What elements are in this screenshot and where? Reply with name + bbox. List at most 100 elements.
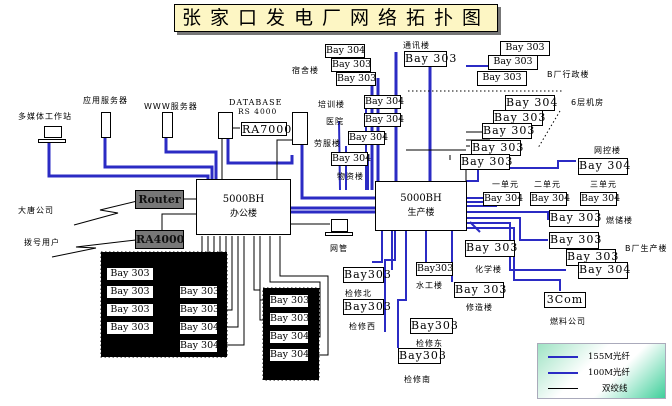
switch-closet2-4[interactable]: Bay 304 bbox=[269, 348, 310, 362]
legend-fiber100-swatch bbox=[548, 372, 578, 374]
switch-closet6-right-2[interactable]: Bay 303 bbox=[179, 303, 220, 317]
computer-icon bbox=[44, 126, 62, 138]
office-core-name: 办公楼 bbox=[229, 209, 257, 219]
computer-base-icon bbox=[325, 232, 353, 236]
switch-chem[interactable]: Bay 303 bbox=[465, 240, 517, 257]
switch-dorm-1[interactable]: Bay 304 bbox=[325, 44, 366, 58]
switch-fuel[interactable]: Bay 303 bbox=[549, 210, 601, 227]
ra7000-storage[interactable]: RA7000 bbox=[241, 122, 293, 136]
unit1-label: 一单元 bbox=[492, 180, 519, 189]
switch-maint[interactable]: Bay 303 bbox=[454, 282, 508, 298]
water-label: 水工楼 bbox=[416, 281, 443, 290]
switch-insp-south[interactable]: Bay303 bbox=[398, 348, 447, 364]
production-core-switch[interactable]: 5000BH 生产楼 bbox=[375, 181, 467, 231]
switch-bprod-3[interactable]: Bay 304 bbox=[578, 262, 630, 279]
closet6-label: 6楼配线间 bbox=[112, 341, 155, 350]
switch-netcontrol[interactable]: Bay 304 bbox=[578, 158, 630, 175]
database-label: DATABASE bbox=[229, 98, 283, 107]
switch-room6-1[interactable]: Bay 304 bbox=[505, 95, 559, 111]
switch-unit2[interactable]: Bay 304 bbox=[530, 192, 571, 206]
switch-closet6-left-1[interactable]: Bay 303 bbox=[106, 267, 154, 281]
fuelco-label: 燃料公司 bbox=[550, 317, 586, 326]
computer-base-icon bbox=[38, 139, 66, 143]
legend: 155M光纤 100M光纤 双绞线 bbox=[537, 343, 666, 399]
router-device[interactable]: Router bbox=[135, 190, 184, 209]
badmin-label: B厂行政楼 bbox=[547, 70, 590, 79]
switch-closet6-right-3[interactable]: Bay 304 bbox=[179, 321, 220, 335]
switch-comm[interactable]: Bay 303 bbox=[404, 51, 458, 67]
switch-badmin-2[interactable]: Bay 303 bbox=[488, 55, 538, 70]
switch-unit1[interactable]: Bay 304 bbox=[483, 192, 524, 206]
dormitory-label: 宿舍楼 bbox=[292, 66, 319, 75]
insp-north-label: 检修北 bbox=[345, 289, 372, 298]
switch-closet6-left-2[interactable]: Bay 303 bbox=[106, 285, 154, 299]
switch-training[interactable]: Bay 304 bbox=[364, 95, 405, 109]
unit3-label: 三单元 bbox=[590, 180, 617, 189]
production-core-name: 生产楼 bbox=[407, 208, 435, 218]
switch-closet6-right-4[interactable]: Bay 304 bbox=[179, 339, 220, 353]
production-core-model: 5000BH bbox=[400, 193, 442, 204]
room6-label: 6层机房 bbox=[571, 98, 605, 107]
www-server-label: WWW服务器 bbox=[144, 102, 198, 111]
server-icon bbox=[101, 112, 111, 138]
office-core-model: 5000BH bbox=[222, 194, 265, 205]
switch-insp-north[interactable]: Bay303 bbox=[343, 267, 392, 283]
switch-badmin-3[interactable]: Bay 303 bbox=[477, 71, 527, 86]
closet2-label: 2楼配线间 bbox=[264, 371, 307, 380]
insp-south-label: 检修南 bbox=[404, 375, 431, 384]
switch-closet6-left-4[interactable]: Bay 303 bbox=[106, 321, 154, 335]
switch-3com[interactable]: 3Com bbox=[544, 292, 586, 308]
netcontrol-label: 网控楼 bbox=[594, 146, 621, 155]
switch-closet2-2[interactable]: Bay 303 bbox=[269, 312, 310, 326]
app-server-label: 应用服务器 bbox=[83, 96, 128, 105]
netmgmt-label: 网管 bbox=[330, 244, 348, 253]
server-icon bbox=[218, 112, 233, 139]
ra4000-device[interactable]: RA4000 bbox=[135, 230, 184, 249]
office-core-switch[interactable]: 5000BH 办公楼 bbox=[196, 179, 291, 235]
service-label: 劳服楼 bbox=[314, 139, 341, 148]
switch-room6-3[interactable]: Bay 303 bbox=[482, 123, 536, 139]
switch-unit3[interactable]: Bay 304 bbox=[580, 192, 621, 206]
legend-fiber155-swatch bbox=[548, 356, 578, 358]
switch-service[interactable]: Bay 304 bbox=[348, 131, 389, 145]
dialup-label: 拨号用户 bbox=[24, 238, 60, 247]
training-label: 培训楼 bbox=[318, 100, 345, 109]
maint-label: 修造楼 bbox=[466, 303, 493, 312]
switch-insp-west[interactable]: Bay303 bbox=[343, 299, 392, 315]
switch-room6-4[interactable]: Bay 303 bbox=[471, 140, 525, 156]
switch-closet2-1[interactable]: Bay 303 bbox=[269, 294, 310, 308]
switch-closet6-left-3[interactable]: Bay 303 bbox=[106, 303, 154, 317]
datang-label: 大唐公司 bbox=[18, 206, 54, 215]
switch-dorm-3[interactable]: Bay 303 bbox=[336, 72, 377, 86]
rs4000-label: RS 4000 bbox=[238, 107, 278, 116]
server-icon bbox=[162, 112, 173, 138]
legend-fiber100-label: 100M光纤 bbox=[588, 368, 630, 378]
switch-closet2-3[interactable]: Bay 304 bbox=[269, 330, 310, 344]
computer-icon bbox=[331, 219, 348, 232]
switch-closet6-right-1[interactable]: Bay 303 bbox=[179, 285, 220, 299]
switch-materials[interactable]: Bay 304 bbox=[331, 152, 372, 166]
fiber-links-production bbox=[338, 65, 576, 348]
diagram-title: 张家口发电厂网络拓扑图 bbox=[174, 4, 498, 32]
switch-hospital[interactable]: Bay 304 bbox=[364, 113, 405, 127]
legend-fiber155-label: 155M光纤 bbox=[588, 352, 630, 362]
switch-badmin-1[interactable]: Bay 303 bbox=[500, 41, 550, 56]
legend-twisted-swatch bbox=[548, 388, 578, 389]
legend-twisted-label: 双绞线 bbox=[602, 384, 628, 394]
fuel-label: 燃储楼 bbox=[606, 216, 633, 225]
hospital-label: 医院 bbox=[326, 117, 344, 126]
switch-water[interactable]: Bay303 bbox=[416, 262, 454, 276]
insp-west-label: 检修西 bbox=[349, 322, 376, 331]
chem-label: 化学楼 bbox=[475, 265, 502, 274]
switch-insp-east[interactable]: Bay303 bbox=[410, 318, 459, 334]
unit2-label: 二单元 bbox=[534, 180, 561, 189]
bprod-label: B厂生产楼 bbox=[625, 244, 668, 253]
insp-east-label: 检修东 bbox=[416, 339, 443, 348]
workstation-label: 多媒体工作站 bbox=[18, 112, 72, 121]
switch-dorm-2[interactable]: Bay 303 bbox=[331, 58, 372, 72]
switch-bprod-2[interactable]: Bay 303 bbox=[566, 249, 618, 266]
materials-label: 物资楼 bbox=[337, 172, 364, 181]
switch-room6-5[interactable]: Bay 303 bbox=[460, 154, 514, 170]
switch-bprod-1[interactable]: Bay 303 bbox=[549, 232, 601, 249]
